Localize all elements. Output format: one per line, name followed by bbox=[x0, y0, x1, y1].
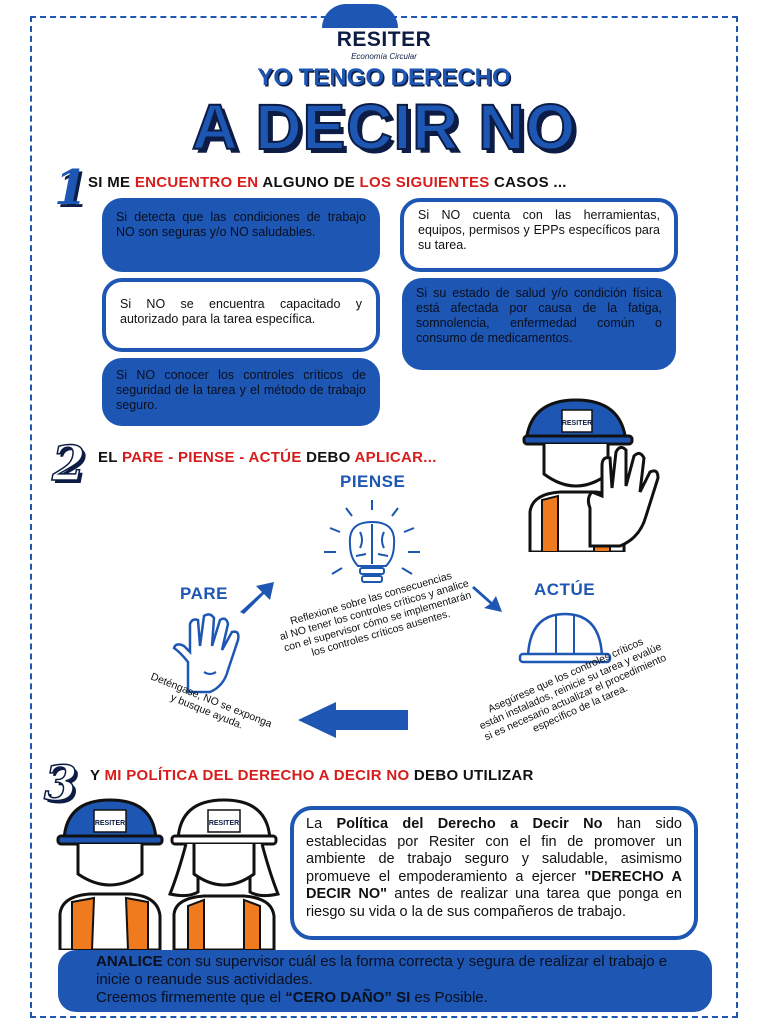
section-1-number: 1 bbox=[54, 160, 88, 216]
section-2-heading: EL PARE - PIENSE - ACTÚE DEBO APLICAR... bbox=[98, 449, 437, 466]
hard-hat-icon bbox=[518, 612, 612, 664]
case-box-not-trained: Si NO se encuentra capacitado y autoriza… bbox=[102, 278, 380, 352]
page-title: A DECIR NO bbox=[191, 90, 577, 164]
policy-text-2: han sido establecidas por Resiter con el… bbox=[306, 816, 682, 885]
section2-heading-part: PARE - PIENSE - ACTÚE bbox=[121, 449, 302, 466]
arrow-left-icon bbox=[298, 702, 408, 738]
footer-bold-1: ANALICE bbox=[96, 953, 163, 970]
two-workers-illustration: RESITER RESITER bbox=[56, 798, 281, 950]
footer-text-2: Creemos firmemente que el bbox=[96, 989, 286, 1006]
section1-heading-part: SI ME bbox=[88, 174, 135, 191]
section3-heading-part: DEBO UTILIZAR bbox=[409, 767, 534, 784]
section-2-number: 2 bbox=[51, 436, 86, 492]
section1-heading-part: ALGUNO DE bbox=[258, 174, 360, 191]
footer-line-1: ANALICE con su supervisor cuál es la for… bbox=[96, 953, 674, 989]
pare-label: PARE bbox=[180, 584, 228, 603]
brand-name: RESITER bbox=[336, 28, 432, 51]
case-box-critical-controls: Si NO conocer los controles críticos de … bbox=[102, 358, 380, 426]
section1-heading-part: CASOS ... bbox=[489, 174, 567, 191]
section1-heading-part: LOS SIGUIENTES bbox=[359, 174, 490, 191]
actue-label: ACTÚE bbox=[534, 580, 596, 599]
arrow-down-right-icon bbox=[472, 586, 502, 612]
helmet-badge-text: RESITER bbox=[562, 420, 592, 427]
brand-logo-arc bbox=[322, 4, 398, 28]
case-box-no-tools: Si NO cuenta con las herramientas, equip… bbox=[400, 198, 678, 272]
piense-label: PIENSE bbox=[340, 472, 406, 491]
arrow-up-right-icon bbox=[240, 582, 274, 614]
policy-text-bold-2: "DERECHO A DECIR NO" bbox=[306, 868, 683, 903]
section3-heading-part: Y bbox=[90, 767, 105, 784]
footer-bold-2: “CERO DAÑO” SI bbox=[285, 989, 411, 1006]
footer-message-box: ANALICE con su supervisor cuál es la for… bbox=[58, 950, 712, 1012]
footer-text-1: con su supervisor cuál es la forma corre… bbox=[96, 953, 668, 988]
worker-stop-hand-illustration: RESITER bbox=[522, 398, 660, 552]
policy-description-box: La Política del Derecho a Decir No han s… bbox=[290, 806, 698, 940]
open-hand-icon bbox=[172, 613, 240, 694]
section-1-heading: SI ME ENCUENTRO EN ALGUNO DE LOS SIGUIEN… bbox=[88, 174, 567, 191]
helmet-badge-text: RESITER bbox=[95, 820, 125, 827]
section3-heading-part: MI POLÍTICA DEL DERECHO A DECIR NO bbox=[104, 767, 410, 784]
brand-tagline: Economía Circular bbox=[351, 52, 417, 61]
footer-line-2: Creemos firmemente que el “CERO DAÑO” SI… bbox=[96, 989, 674, 1007]
section2-heading-part: EL bbox=[98, 449, 122, 466]
case-box-unsafe-conditions: Si detecta que las condiciones de trabaj… bbox=[102, 198, 380, 272]
brain-lightbulb-icon bbox=[324, 500, 420, 583]
footer-text-3: es Posible. bbox=[410, 989, 488, 1006]
policy-text-3: antes de realizar una tarea que ponga en… bbox=[306, 886, 682, 920]
page-subtitle: YO TENGO DERECHO bbox=[257, 64, 511, 91]
policy-text-bold-1: Política del Derecho a Decir No bbox=[336, 816, 603, 832]
section2-heading-part: DEBO bbox=[301, 449, 355, 466]
section-3-number: 3 bbox=[43, 756, 78, 812]
helmet-badge-text: RESITER bbox=[209, 820, 239, 827]
section1-heading-part: ENCUENTRO EN bbox=[134, 174, 259, 191]
section2-heading-part: APLICAR... bbox=[354, 449, 437, 466]
section-3-heading: Y MI POLÍTICA DEL DERECHO A DECIR NO DEB… bbox=[90, 767, 534, 784]
case-box-health: Si su estado de salud y/o condición físi… bbox=[402, 278, 676, 370]
policy-text-1: La bbox=[306, 816, 337, 832]
